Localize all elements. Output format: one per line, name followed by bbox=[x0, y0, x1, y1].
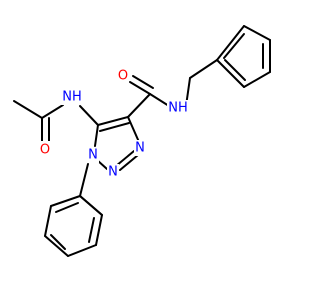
atom-label-nh-amide: NH bbox=[168, 101, 188, 116]
atom-n3: N bbox=[134, 140, 146, 156]
bond-ph2-1 bbox=[95, 214, 103, 246]
bond-n3-n2-b bbox=[115, 150, 135, 167]
bond-amide-c-nh bbox=[149, 93, 170, 107]
atom-label-n3: N bbox=[135, 141, 145, 156]
bond-ph1-inner-1 bbox=[224, 59, 246, 81]
bond-ph1-2 bbox=[243, 71, 271, 88]
bond-ph1-inner-3 bbox=[223, 33, 245, 59]
bond-ph1-4 bbox=[243, 25, 271, 41]
bond-ph2-2 bbox=[67, 244, 97, 257]
bond-ph2-5 bbox=[50, 195, 81, 207]
atom-label-n2: N bbox=[108, 165, 118, 180]
bond-ph1-1 bbox=[216, 59, 245, 88]
atom-label-o-acetyl: O bbox=[40, 143, 50, 158]
atom-nh-acetamido: NH bbox=[61, 89, 83, 105]
bond-nh-c5 bbox=[79, 105, 99, 126]
bond-ch2-phenyl bbox=[189, 59, 218, 79]
atom-oxygen-acetyl: O bbox=[39, 141, 51, 158]
bond-ph2-4 bbox=[44, 205, 52, 237]
bond-ph2-inner-3 bbox=[55, 202, 79, 213]
bond-n1-ch2 bbox=[79, 163, 89, 197]
atom-label-n1: N bbox=[88, 148, 98, 163]
bond-ph2-inner-2 bbox=[50, 234, 66, 250]
bond-ph2-3 bbox=[44, 235, 69, 257]
atom-n2: N bbox=[107, 164, 119, 180]
bond-c5-c4-b bbox=[99, 122, 130, 132]
bond-methyl-carbonyl bbox=[13, 100, 43, 119]
molecule-structure: O NH O NH N N N bbox=[13, 25, 271, 257]
bond-amide-c-o-b bbox=[132, 75, 154, 89]
bond-ph2-inner-1 bbox=[88, 217, 95, 243]
atom-nh-amide: NH bbox=[167, 100, 189, 116]
atom-n1: N bbox=[87, 147, 99, 163]
atom-label-nh-acetamido: NH bbox=[62, 90, 82, 105]
bond-c4-amide-c bbox=[127, 93, 151, 118]
bond-n3-n2-a bbox=[119, 154, 139, 171]
atom-label-o-amide: O bbox=[118, 69, 128, 84]
atom-oxygen-amide: O bbox=[117, 67, 129, 84]
bond-layer bbox=[13, 25, 271, 257]
bond-n1-c5 bbox=[94, 124, 99, 147]
bond-c5-c4-a bbox=[97, 116, 129, 126]
bond-ph1-5 bbox=[216, 25, 245, 61]
bond-c4-n3 bbox=[127, 116, 140, 143]
bond-amide-c-o-a bbox=[129, 81, 151, 95]
atom-label-layer: O NH O NH N N N bbox=[39, 67, 189, 180]
bond-ph2-6 bbox=[79, 195, 103, 216]
bond-carbonyl-nh bbox=[41, 104, 64, 119]
